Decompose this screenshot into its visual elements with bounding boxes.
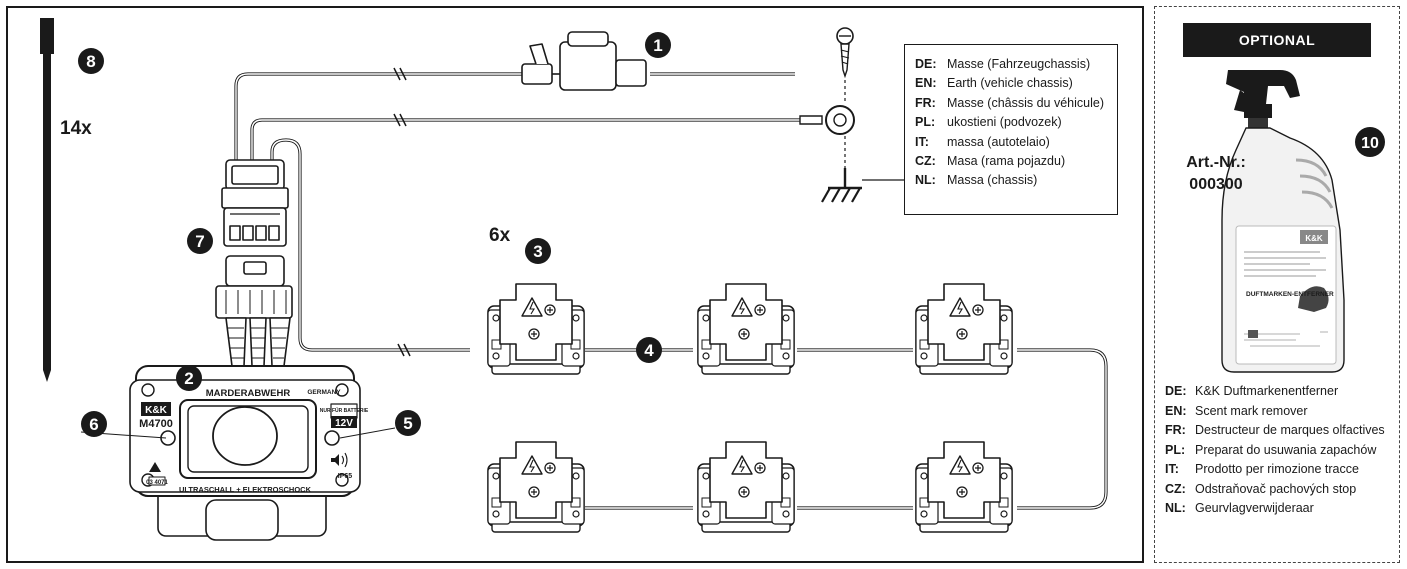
article-number: Art.-Nr.: 000300 <box>1180 152 1252 196</box>
svg-text:8: 8 <box>86 52 95 71</box>
contact-plates <box>487 283 1013 533</box>
device-code: 03 4071 <box>146 480 168 486</box>
fuse-holder-illustration <box>521 31 647 91</box>
callout-8: 8 <box>78 48 104 74</box>
callout-1: 1 <box>645 32 671 58</box>
svg-text:1: 1 <box>653 36 662 55</box>
callout-5: 5 <box>395 410 421 436</box>
earth-label-box: DE:Masse (Fahrzeugchassis) EN:Earth (veh… <box>904 44 1118 215</box>
callout-10: 10 <box>1355 127 1385 157</box>
cable-tie-quantity: 14x <box>60 118 92 139</box>
earth-label-row: FR:Masse (châssis du véhicule) <box>915 95 1105 110</box>
wiring-harness <box>234 67 1108 510</box>
callout-markers: 1 2 3 4 5 6 7 8 10 <box>78 32 1385 439</box>
spray-bottle-illustration <box>1221 70 1345 373</box>
device-model: M4700 <box>139 418 173 430</box>
product-description-row: EN:Scent mark remover <box>1165 403 1308 418</box>
control-unit-labels: K&K M4700 MARDERABWEHR GERMANY NUR FÜR B… <box>139 388 369 494</box>
earth-label-row: CZ:Masa (rama pojazdu) <box>915 154 1066 169</box>
svg-text:10: 10 <box>1361 135 1379 152</box>
device-name: MARDERABWEHR <box>206 388 291 399</box>
contact-plate-quantity: 6x <box>489 225 511 246</box>
device-voltage: 12V <box>335 418 353 429</box>
callout-6: 6 <box>81 411 107 437</box>
control-unit-illustration <box>129 365 361 541</box>
article-number-value: 000300 <box>1189 176 1243 193</box>
svg-text:2: 2 <box>184 369 193 388</box>
svg-text:5: 5 <box>403 414 412 433</box>
device-battery-note: NUR FÜR BATTERIE <box>320 407 369 414</box>
device-origin: GERMANY <box>307 389 341 396</box>
product-description-row: PL:Preparat do usuwania zapachów <box>1165 442 1377 457</box>
callout-3: 3 <box>525 238 551 264</box>
earth-label-row: PL:ukostieni (podvozek) <box>915 115 1062 130</box>
main-diagram-frame <box>6 6 1144 563</box>
bottle-brand: K&K <box>1305 234 1323 243</box>
optional-panel-frame <box>1154 6 1400 563</box>
bottle-product-name: DUFTMARKEN-ENTFERNER <box>1246 291 1334 298</box>
product-description-row: DE:K&K Duftmarkenentferner <box>1165 384 1339 398</box>
contact-plate <box>697 441 795 533</box>
cable-tie-illustration <box>40 18 54 382</box>
product-description-row: CZ:Odstraňovač pachových stop <box>1165 481 1357 496</box>
device-footer: ULTRASCHALL + ELEKTROSCHOCK <box>179 485 312 494</box>
product-description-list: DE:K&K Duftmarkenentferner EN:Scent mark… <box>1165 382 1385 519</box>
product-description-row: FR:Destructeur de marques olfactives <box>1165 423 1385 437</box>
earth-screw-illustration <box>799 27 904 203</box>
earth-label-row: DE:Masse (Fahrzeugchassis) <box>915 57 1091 71</box>
plug-connector-illustration <box>215 159 293 367</box>
product-description-row: NL:Geurvlagverwijderaar <box>1165 501 1314 515</box>
contact-plate <box>915 283 1013 375</box>
contact-plate <box>487 283 585 375</box>
device-ip-rating: IP65 <box>338 473 353 480</box>
callout-7: 7 <box>187 228 213 254</box>
contact-plate <box>915 441 1013 533</box>
device-brand: K&K <box>145 405 167 416</box>
svg-text:6: 6 <box>89 415 98 434</box>
product-description-row: IT:Prodotto per rimozione tracce <box>1165 462 1359 476</box>
contact-plate <box>487 441 585 533</box>
optional-banner: OPTIONAL <box>1183 23 1371 57</box>
svg-text:4: 4 <box>644 341 654 360</box>
contact-plate <box>697 283 795 375</box>
bottle-labels: K&K DUFTMARKEN-ENTFERNER <box>1246 234 1334 298</box>
callout-2: 2 <box>176 365 202 391</box>
earth-label-row: NL:Massa (chassis) <box>915 173 1038 188</box>
svg-text:3: 3 <box>533 242 542 261</box>
svg-text:7: 7 <box>195 232 204 251</box>
article-number-label: Art.-Nr.: <box>1186 154 1246 171</box>
earth-label-row: EN:Earth (vehicle chassis) <box>915 76 1073 91</box>
callout-4: 4 <box>636 337 662 363</box>
earth-label-row: IT:massa (autotelaio) <box>915 134 1050 149</box>
